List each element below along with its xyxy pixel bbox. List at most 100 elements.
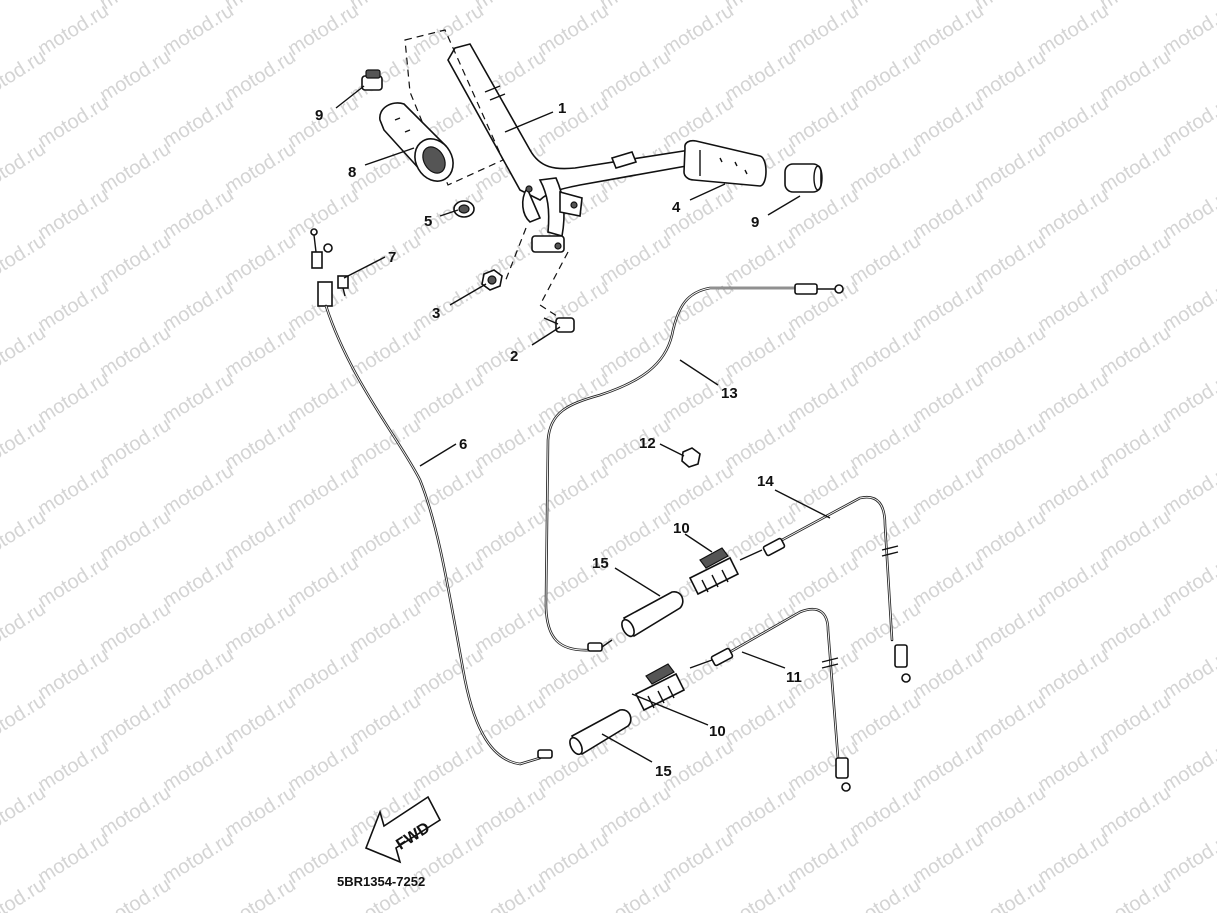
watermark-text: motod.ru (471, 506, 550, 566)
watermark-text: motod.ru (159, 552, 238, 612)
nut-part-12 (681, 447, 701, 468)
boot-15-lower (569, 709, 632, 756)
watermark-text: motod.ru (971, 690, 1050, 750)
clip-part-5 (453, 200, 475, 218)
watermark-text: motod.ru (346, 46, 425, 106)
watermark-text: motod.ru (221, 782, 300, 842)
watermark-text: motod.ru (1159, 368, 1217, 428)
callout-2: 2 (510, 348, 518, 365)
watermark-text: motod.ru (534, 460, 613, 520)
throttle-cable-6 (310, 228, 553, 766)
callout-1: 1 (558, 100, 566, 117)
watermark-text: motod.ru (659, 184, 738, 244)
fwd-arrow: FWD (364, 795, 442, 864)
watermark-text: motod.ru (221, 138, 300, 198)
watermark-text: motod.ru (1096, 598, 1175, 658)
watermark-text: motod.ru (784, 0, 863, 60)
callout-10-lower: 10 (709, 723, 726, 740)
watermark-text: motod.ru (96, 138, 175, 198)
watermark-text: motod.ru (0, 414, 50, 474)
watermark-text: motod.ru (909, 460, 988, 520)
watermark-text: motod.ru (221, 690, 300, 750)
watermark-text: motod.ru (346, 322, 425, 382)
watermark-text: motod.ru (1096, 782, 1175, 842)
watermark-text: motod.ru (34, 644, 113, 704)
watermark-text: motod.ru (1034, 552, 1113, 612)
watermark-text: motod.ru (471, 874, 550, 913)
adjuster-10-upper (688, 547, 740, 596)
callout-7: 7 (388, 249, 396, 266)
watermark-text: motod.ru (96, 782, 175, 842)
watermark-text: motod.ru (0, 782, 50, 842)
watermark-text: motod.ru (534, 828, 613, 888)
callout-12: 12 (639, 435, 656, 452)
bolt-part-2 (543, 317, 575, 333)
watermark-text: motod.ru (1034, 368, 1113, 428)
watermark-text: motod.ru (1096, 414, 1175, 474)
leader-lines (335, 85, 831, 763)
watermark-text: motod.ru (96, 414, 175, 474)
watermark-text: motod.ru (284, 184, 363, 244)
watermark-text: motod.ru (534, 92, 613, 152)
watermark-text: motod.ru (846, 782, 925, 842)
watermark-text: motod.ru (784, 368, 863, 428)
boot-15-upper (621, 591, 684, 638)
watermark-text: motod.ru (909, 368, 988, 428)
watermark-text: motod.ru (159, 92, 238, 152)
watermark-text: motod.ru (34, 460, 113, 520)
watermark-text: motod.ru (409, 644, 488, 704)
watermark-text: motod.ru (284, 552, 363, 612)
watermark-text: motod.ru (96, 46, 175, 106)
watermark-text: motod.ru (1034, 644, 1113, 704)
watermark-text: motod.ru (0, 46, 50, 106)
assembly-outline (404, 29, 504, 186)
watermark-text: motod.ru (1096, 46, 1175, 106)
watermark-text: motod.ru (96, 874, 175, 913)
watermark-text: motod.ru (596, 322, 675, 382)
watermark-text: motod.ru (1159, 0, 1217, 60)
watermark-text: motod.ru (471, 782, 550, 842)
watermark-text: motod.ru (471, 598, 550, 658)
watermark-text: motod.ru (221, 598, 300, 658)
watermark-text: motod.ru (221, 506, 300, 566)
watermark-text: motod.ru (721, 874, 800, 913)
watermark-text: motod.ru (1096, 506, 1175, 566)
bolt-guide-line (504, 227, 569, 319)
watermark-text: motod.ru (659, 460, 738, 520)
watermark-text: motod.ru (721, 690, 800, 750)
watermark-text: motod.ru (909, 276, 988, 336)
watermark-text: motod.ru (971, 598, 1050, 658)
watermark-text: motod.ru (534, 644, 613, 704)
watermark-text: motod.ru (971, 230, 1050, 290)
callout-10-upper: 10 (673, 520, 690, 537)
watermark-text: motod.ru (284, 644, 363, 704)
watermark-text: motod.ru (784, 828, 863, 888)
watermark-text: motod.ru (284, 368, 363, 428)
watermark-text: motod.ru (1159, 276, 1217, 336)
watermark-text: motod.ru (1096, 874, 1175, 913)
watermark-text: motod.ru (1034, 184, 1113, 244)
watermark-text: motod.ru (284, 736, 363, 796)
watermark-text: motod.ru (34, 736, 113, 796)
watermark-text: motod.ru (0, 0, 50, 14)
watermark-text: motod.ru (159, 276, 238, 336)
watermark-text: motod.ru (721, 782, 800, 842)
watermark-text: motod.ru (346, 230, 425, 290)
watermark-text: motod.ru (846, 322, 925, 382)
watermark-text: motod.ru (784, 92, 863, 152)
watermark-text: motod.ru (596, 782, 675, 842)
watermark-text: motod.ru (221, 230, 300, 290)
watermark-text: motod.ru (784, 460, 863, 520)
watermark-text: motod.ru (284, 0, 363, 60)
grip-end-right (784, 163, 822, 193)
callout-14: 14 (757, 473, 774, 490)
watermark-text: motod.ru (159, 736, 238, 796)
callout-3: 3 (432, 305, 440, 322)
watermark-text: motod.ru (0, 322, 50, 382)
watermark-text: motod.ru (34, 92, 113, 152)
callout-labels: 1 2 3 4 5 6 7 8 9 9 10 10 11 12 13 14 15… (315, 100, 802, 780)
watermark-text: motod.ru (1159, 736, 1217, 796)
watermark-text: motod.ru (346, 690, 425, 750)
watermark-text: motod.ru (1034, 460, 1113, 520)
